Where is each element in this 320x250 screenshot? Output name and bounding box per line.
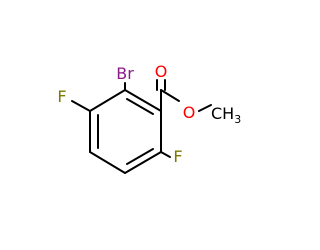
ring-double-inner-2 [126,148,154,165]
molecule-svg: Br F F O O CH3 [57,62,241,174]
bromine-atom-label: Br [116,64,134,83]
bond-carbonyl-o-ester [160,89,180,102]
ring-bond-c4-c5 [89,151,126,174]
methyl-group-label: CH3 [211,104,241,126]
structure-diagram: Br F F O O CH3 [57,62,241,174]
fluorine-atom-label: F [173,147,182,166]
methyl-subscript: 3 [234,113,241,126]
ring-bond-c3-c4 [124,151,162,174]
methyl-ch-label: CH [211,104,234,123]
bond-ring-f-left [71,100,91,112]
bond-ring-f-bottom [160,151,171,158]
benzene-ring [89,89,162,174]
ring-bond-c1-c2 [124,89,162,112]
oxygen-carbonyl-label: O [155,62,168,81]
ring-double-inner-1 [126,98,154,115]
bond-o-ester-methyl [198,104,212,112]
ring-bond-c6-c1 [89,89,126,112]
fluorine-atom-label: F [57,87,66,106]
oxygen-ester-label: O [183,103,196,122]
